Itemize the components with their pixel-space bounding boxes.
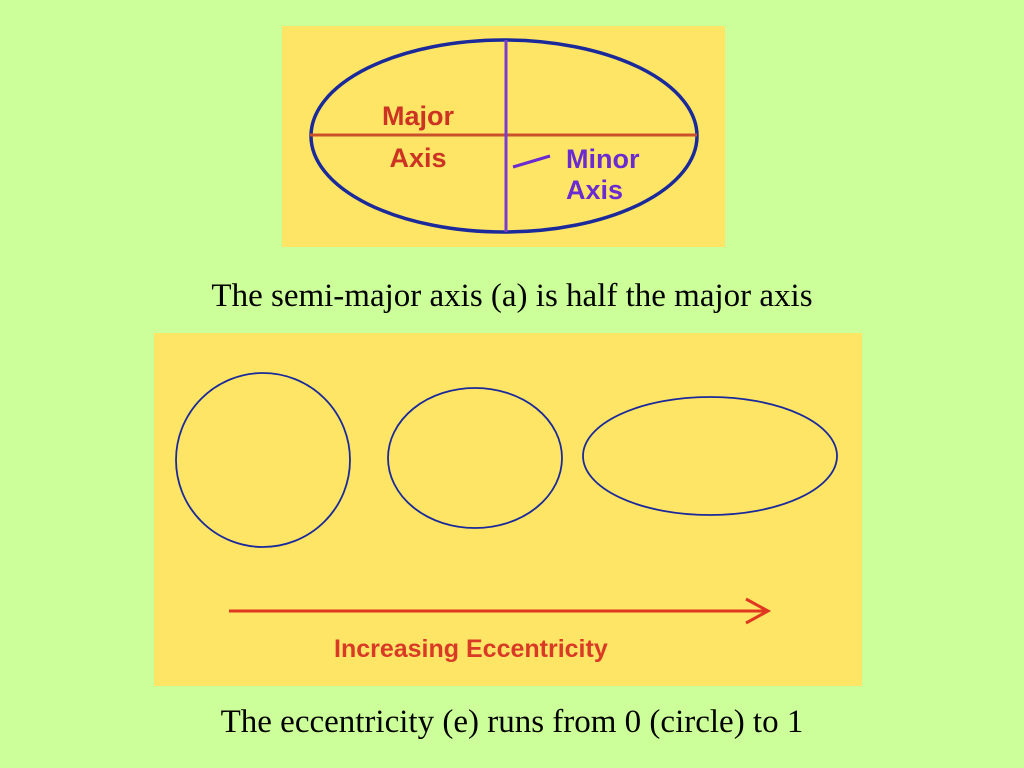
axes-diagram: Major Axis Minor Axis [309, 38, 699, 234]
slight-ellipse-shape [387, 387, 563, 529]
eccentricity-arrow-head [745, 597, 772, 625]
caption-semi-major-axis: The semi-major axis (a) is half the majo… [211, 278, 813, 314]
eccentricity-diagram: Increasing Eccentricity [175, 372, 838, 663]
increasing-eccentricity-label: Increasing Eccentricity [334, 635, 608, 663]
caption-eccentricity-range: The eccentricity (e) runs from 0 (circle… [220, 704, 804, 740]
circle-shape [175, 372, 351, 548]
axes-diagram-panel: Major Axis Minor Axis [282, 26, 725, 247]
major-axis-label-line2: Axis [389, 143, 446, 173]
minor-axis-pointer [512, 154, 551, 169]
eccentricity-diagram-panel: Increasing Eccentricity [154, 333, 862, 686]
minor-axis-label-line1: Minor [566, 144, 640, 174]
flat-ellipse-shape [582, 396, 838, 516]
major-axis-label-line1: Major [382, 101, 455, 131]
minor-axis-label-line2: Axis [566, 175, 623, 205]
